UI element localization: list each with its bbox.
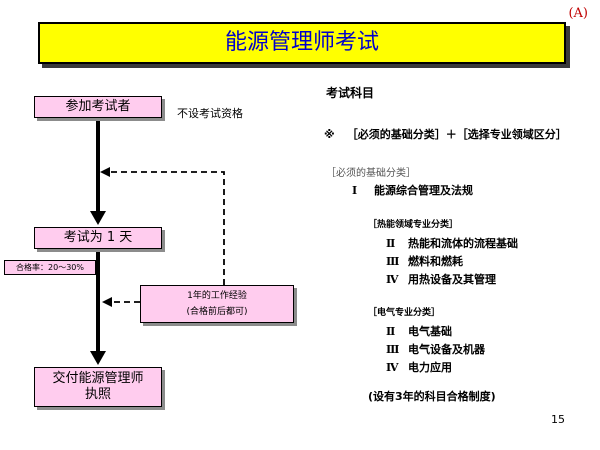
no-qualification-text: 不设考试资格 [177, 107, 243, 120]
dashed-experience-arrow-head [102, 297, 112, 307]
dashed-loop-line [110, 171, 225, 285]
corner-mark: (A) [568, 6, 588, 21]
electric-heading: ［电气专业分类］ [368, 308, 441, 318]
page-number: 15 [551, 413, 565, 426]
item-number: Ⅳ [386, 361, 399, 374]
pass-rate-badge: 合格率：20～30% [4, 260, 96, 275]
issue-license-box: 交付能源管理师 执照 [34, 367, 162, 407]
thermal-heading: ［热能领域专业分类］ [368, 220, 459, 230]
list-item: Ⅲ 燃料和燃耗 [386, 253, 463, 269]
list-item: Ⅱ 热能和流体的流程基础 [386, 235, 518, 251]
dashed-loop-arrow-head [100, 167, 110, 177]
reference-mark: ※ [324, 128, 335, 141]
issue-line2: 执照 [84, 387, 111, 402]
item-number: Ⅱ [386, 325, 396, 338]
subject-pass-note: (设有3年的科目合格制度) [368, 390, 496, 403]
item-label: 用热设备及其管理 [408, 273, 496, 286]
exam-box: 考试为 1 天 [34, 227, 162, 249]
list-item: Ⅱ 电气基础 [386, 323, 452, 339]
list-item: Ⅲ 电气设备及机器 [386, 341, 485, 357]
entry-box: 参加考试者 [34, 96, 162, 118]
item-label: 燃料和燃耗 [408, 255, 463, 268]
subjects-formula: ※ ［必须的基础分类］＋［选择专业领域区分］ [324, 126, 567, 142]
list-item: Ⅳ 电力应用 [386, 359, 452, 375]
item-number: Ⅲ [386, 255, 400, 268]
experience-box: 1年的工作经验 (合格前后都可) [140, 285, 294, 323]
item-label: 电力应用 [408, 361, 452, 374]
experience-line1: 1年的工作经验 [187, 291, 247, 301]
item-number: Ⅰ [352, 184, 358, 197]
item-label: 能源综合管理及法规 [374, 184, 473, 197]
item-number: Ⅱ [386, 237, 396, 250]
issue-line1: 交付能源管理师 [52, 371, 144, 386]
experience-line2: (合格前后都可) [186, 307, 248, 317]
required-heading: ［必须的基础分类］ [326, 168, 416, 179]
arrow-head-exam [90, 211, 106, 225]
page-title: 能源管理师考试 [38, 22, 566, 64]
arrow-head-issue [90, 351, 106, 365]
list-item: Ⅳ 用热设备及其管理 [386, 271, 496, 287]
subjects-panel: 考试科目 ※ ［必须的基础分类］＋［选择专业领域区分］ ［必须的基础分类］ Ⅰ 能源… [300, 0, 600, 450]
item-label: 电气基础 [408, 325, 452, 338]
subjects-heading: 考试科目 [326, 86, 375, 100]
item-label: 热能和流体的流程基础 [408, 237, 518, 250]
item-number: Ⅳ [386, 273, 399, 286]
item-label: 电气设备及机器 [408, 343, 485, 356]
item-number: Ⅲ [386, 343, 400, 356]
formula-text: ［必须的基础分类］＋［选择专业领域区分］ [346, 128, 567, 141]
list-item: Ⅰ 能源综合管理及法规 [352, 182, 473, 198]
